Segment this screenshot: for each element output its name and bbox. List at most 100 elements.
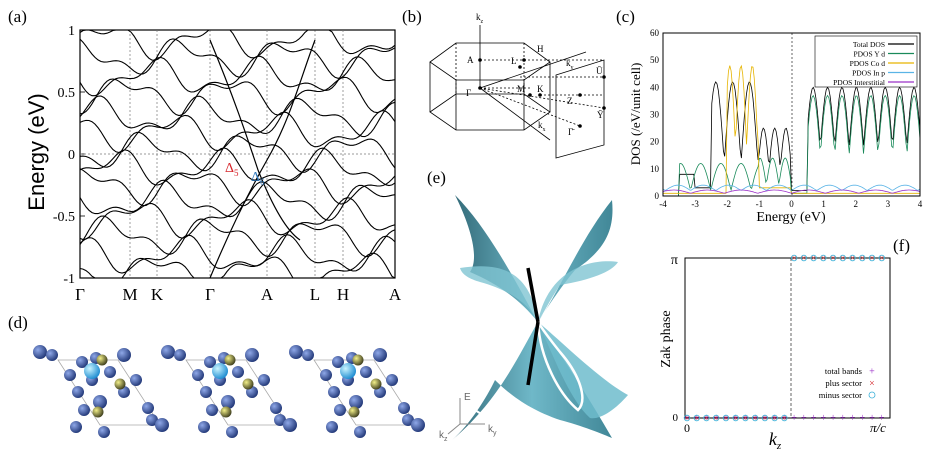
atom-blue bbox=[373, 348, 387, 362]
annot-delta5-sub: 5 bbox=[234, 168, 239, 178]
atom-blue bbox=[226, 426, 238, 438]
panel-c-ytick: 60 bbox=[650, 28, 660, 38]
bz-label-Ybar: Ȳ bbox=[597, 110, 604, 120]
atom-blue bbox=[198, 421, 210, 433]
panel-a-ytick: -1 bbox=[63, 272, 75, 287]
atom-yellow bbox=[242, 378, 254, 390]
atom-blue bbox=[270, 402, 282, 414]
panel-c-xtick: 2 bbox=[854, 199, 859, 209]
atom-blue bbox=[93, 395, 107, 409]
zak-plus-marker: × bbox=[762, 413, 767, 423]
bz-label-kx: kx bbox=[538, 120, 546, 133]
band-crossing-2 bbox=[209, 39, 301, 241]
zak-plus-marker: × bbox=[850, 253, 855, 263]
atom-blue bbox=[206, 404, 218, 416]
atom-yellow bbox=[220, 406, 232, 418]
zak-minus-marker bbox=[839, 254, 846, 262]
panel-c-xtick: -2 bbox=[724, 199, 732, 209]
atom-blue bbox=[332, 356, 344, 368]
axis-kz-label: kz bbox=[439, 430, 448, 443]
panel-c-legend-label: PDOS In p bbox=[852, 69, 885, 78]
panel-f-legend: total bands+plus sector×minus sector bbox=[819, 366, 876, 400]
zak-minus-marker bbox=[683, 414, 691, 422]
atom-blue bbox=[76, 356, 88, 368]
panel-c-ytick: 10 bbox=[650, 164, 660, 174]
zak-minus-marker bbox=[751, 414, 759, 422]
panel-f-legend-marker bbox=[868, 391, 876, 399]
atom-blue bbox=[174, 349, 186, 361]
annot-delta6: Δ6 bbox=[251, 170, 265, 187]
bz-label-gammabar: Γ̄ bbox=[568, 127, 575, 137]
atom-blue bbox=[258, 374, 270, 386]
atom-blue bbox=[104, 366, 116, 378]
zak-total-marker: + bbox=[772, 413, 778, 424]
panel-c-ytick: 30 bbox=[650, 110, 660, 120]
axis-E-label: E bbox=[464, 392, 471, 403]
panel-c-xtick: -1 bbox=[756, 199, 764, 209]
zak-minus-marker bbox=[732, 414, 739, 422]
panel-e-axes bbox=[447, 398, 485, 435]
band-curve bbox=[79, 95, 396, 138]
zak-plus-marker: × bbox=[743, 413, 748, 423]
zak-minus-marker bbox=[849, 254, 856, 262]
panel-d-label: (d) bbox=[8, 313, 28, 332]
crystal-structures bbox=[33, 345, 425, 438]
zak-plus-marker: × bbox=[714, 413, 719, 423]
zak-minus-marker bbox=[829, 254, 837, 262]
bz-label-kz: kz bbox=[476, 12, 484, 25]
panel-c-ytick: 50 bbox=[650, 55, 660, 65]
bz-label-M: M bbox=[517, 84, 525, 94]
panel-a-ytick: 0 bbox=[68, 148, 75, 163]
zak-total-marker: + bbox=[869, 413, 875, 424]
zak-minus-marker bbox=[693, 414, 700, 422]
atom-blue bbox=[192, 369, 204, 381]
atom-blue bbox=[386, 374, 398, 386]
crystal-structure bbox=[33, 345, 169, 438]
dos-series bbox=[662, 184, 921, 192]
zak-total-marker: + bbox=[840, 413, 846, 424]
crystal-structure bbox=[289, 345, 425, 438]
panel-c-legend-label: PDOS Interstitial bbox=[833, 78, 885, 87]
atom-blue bbox=[161, 345, 175, 359]
zak-minus-marker bbox=[761, 414, 769, 422]
atom-blue bbox=[117, 348, 131, 362]
zak-minus-marker bbox=[878, 254, 885, 262]
atom-yellow bbox=[352, 354, 364, 366]
zak-plus-marker: × bbox=[879, 253, 884, 263]
band-curve bbox=[79, 38, 396, 79]
atom-blue bbox=[326, 421, 338, 433]
atom-yellow bbox=[224, 354, 236, 366]
panel-e-label: (e) bbox=[427, 168, 446, 187]
atom-blue bbox=[221, 395, 235, 409]
kx-sub: x bbox=[543, 127, 546, 133]
zak-plus-marker: × bbox=[723, 413, 728, 423]
zak-total-marker: + bbox=[684, 413, 690, 424]
panel-c-dos-curves bbox=[662, 64, 921, 197]
zak-plus-marker: × bbox=[772, 413, 777, 423]
panel-c-xtick: 4 bbox=[918, 199, 923, 209]
zak-total-marker: + bbox=[811, 413, 817, 424]
crystal-structure bbox=[161, 345, 297, 438]
zak-plus-marker: × bbox=[801, 253, 806, 263]
zak-minus-marker bbox=[781, 414, 788, 422]
atom-blue bbox=[302, 349, 314, 361]
atom-blue bbox=[155, 418, 169, 432]
atom-blue bbox=[334, 404, 346, 416]
atom-blue bbox=[200, 386, 212, 398]
zak-total-marker: + bbox=[733, 413, 739, 424]
panel-f-xtick-left: 0 bbox=[684, 421, 690, 435]
panel-c-xtick: 3 bbox=[886, 199, 891, 209]
panel-c-frame bbox=[662, 32, 921, 197]
panel-a-kpoint-label: Γ bbox=[205, 285, 215, 304]
atom-yellow bbox=[370, 378, 382, 390]
atom-blue bbox=[360, 366, 372, 378]
panel-c-xtick: -3 bbox=[691, 199, 699, 209]
panel-f-xlabel-sub: z bbox=[776, 440, 782, 452]
zak-plus-marker: × bbox=[704, 413, 709, 423]
panel-a-kpoint-label: A bbox=[261, 285, 274, 304]
atom-blue bbox=[142, 402, 154, 414]
zak-plus-marker: × bbox=[684, 413, 689, 423]
zak-plus-marker: × bbox=[831, 253, 836, 263]
